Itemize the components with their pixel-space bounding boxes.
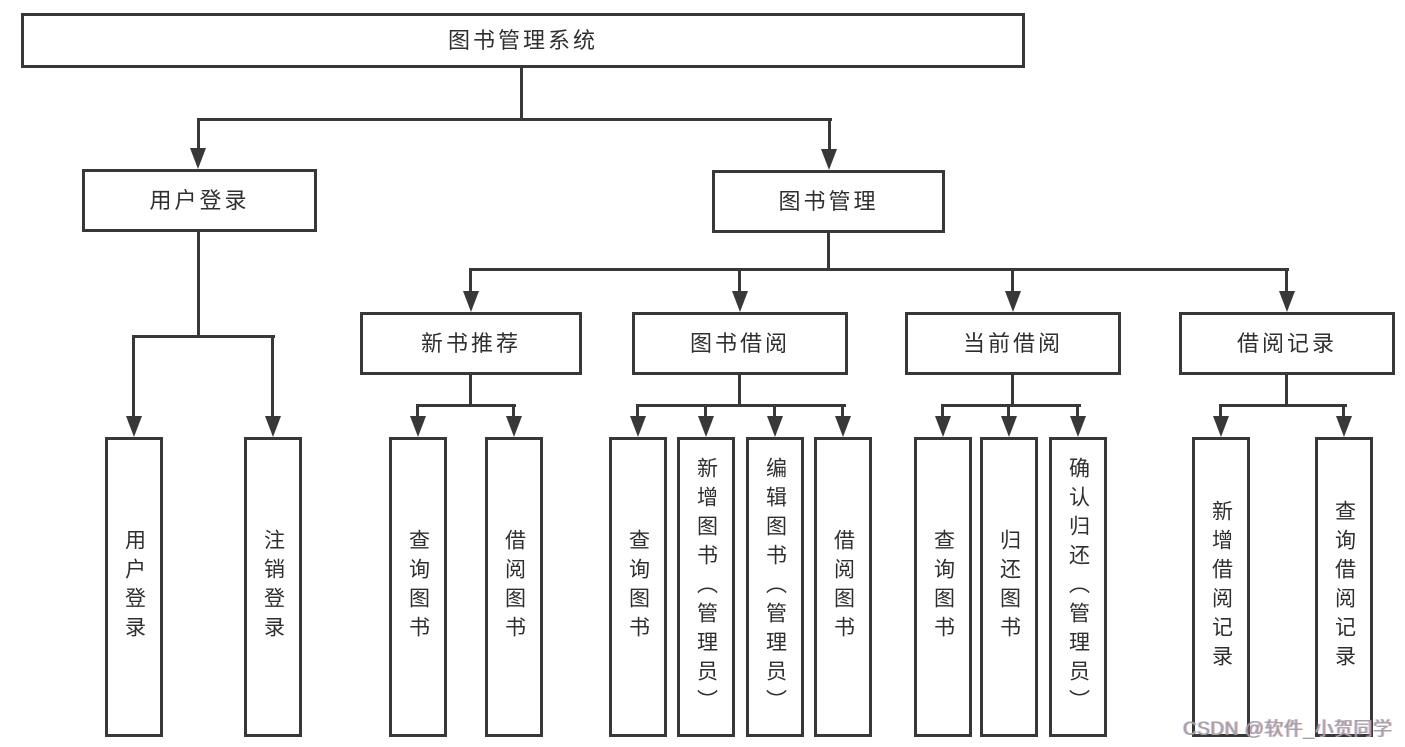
node-root-system: 图书管理系统: [21, 13, 1025, 68]
node-label: 当前借阅: [962, 330, 1063, 356]
arrowhead-down-icon: [935, 416, 951, 437]
connector-current-borrowing-stem: [1011, 374, 1014, 407]
arrowhead-down-icon: [1005, 291, 1021, 312]
node-label: 编辑图书（管理员）: [763, 456, 787, 718]
leaf-bb-borrow-books: 借阅图书: [814, 437, 872, 737]
leaf-br-add-record: 新增借阅记录: [1192, 437, 1250, 737]
node-label: 借阅记录: [1236, 330, 1337, 356]
connector-drop-new-book: [469, 268, 472, 294]
connector-borrowing-records-stem: [1285, 374, 1288, 407]
arrowhead-down-icon: [126, 416, 142, 437]
node-label: 借阅图书: [831, 529, 855, 645]
connector-book-management-stem: [827, 232, 830, 271]
leaf-cb-return-books: 归还图书: [980, 437, 1038, 737]
node-label: 用户登录: [149, 187, 250, 213]
arrowhead-down-icon: [1213, 416, 1229, 437]
connector-borrowing-records-horizontal: [1219, 404, 1347, 407]
connector-drop-leaf: [512, 404, 515, 418]
arrowhead-down-icon: [265, 416, 281, 437]
connector-drop-leaf: [636, 404, 639, 418]
connector-drop-leaf-logout: [271, 335, 274, 418]
connector-level3-horizontal: [469, 268, 1289, 271]
leaf-nb-borrow-books: 借阅图书: [485, 437, 543, 737]
node-label: 确认归还（管理员）: [1066, 456, 1090, 718]
node-new-book-recommend: 新书推荐: [360, 312, 582, 375]
node-label: 新书推荐: [420, 330, 521, 356]
arrowhead-down-icon: [506, 416, 522, 437]
node-book-management: 图书管理: [712, 170, 945, 233]
connector-drop-leaf: [1007, 404, 1010, 418]
arrowhead-down-icon: [1279, 291, 1295, 312]
arrowhead-down-icon: [1001, 416, 1017, 437]
leaf-cb-confirm-return-admin: 确认归还（管理员）: [1049, 437, 1107, 737]
leaf-user-login: 用户登录: [105, 437, 163, 737]
arrowhead-down-icon: [698, 416, 714, 437]
node-label: 查询图书: [406, 529, 430, 645]
node-label: 注销登录: [261, 529, 285, 645]
node-label: 图书管理系统: [447, 27, 598, 53]
connector-book-borrowing-horizontal: [636, 404, 846, 407]
arrowhead-down-icon: [410, 416, 426, 437]
arrowhead-down-icon: [463, 291, 479, 312]
leaf-bb-query-books: 查询图书: [609, 437, 667, 737]
leaf-logout: 注销登录: [244, 437, 302, 737]
connector-drop-borrowing-records: [1285, 268, 1288, 294]
node-label: 图书借阅: [689, 330, 790, 356]
connector-drop-current-borrowing: [1011, 268, 1014, 294]
node-current-borrowing: 当前借阅: [905, 312, 1121, 375]
node-label: 图书管理: [778, 188, 879, 214]
arrowhead-down-icon: [821, 149, 837, 170]
arrowhead-down-icon: [732, 291, 748, 312]
leaf-br-query-record: 查询借阅记录: [1315, 437, 1373, 737]
node-label: 归还图书: [997, 529, 1021, 645]
csdn-watermark: CSDN @软件_小贺同学: [1183, 719, 1393, 740]
connector-book-borrowing-stem: [738, 374, 741, 407]
connector-drop-user-login: [197, 118, 200, 150]
node-label: 查询图书: [931, 529, 955, 645]
connector-drop-leaf: [1076, 404, 1079, 418]
node-label: 查询图书: [626, 529, 650, 645]
connector-level1-horizontal: [197, 118, 832, 121]
arrowhead-down-icon: [1070, 416, 1086, 437]
connector-drop-leaf: [416, 404, 419, 418]
connector-drop-leaf-user-login: [132, 335, 135, 418]
connector-drop-leaf: [841, 404, 844, 418]
arrowhead-down-icon: [630, 416, 646, 437]
node-label: 用户登录: [122, 529, 146, 645]
connector-drop-leaf: [773, 404, 776, 418]
node-label: 借阅图书: [502, 529, 526, 645]
node-book-borrowing: 图书借阅: [632, 312, 848, 375]
node-label: 查询借阅记录: [1332, 500, 1356, 674]
connector-drop-leaf: [704, 404, 707, 418]
connector-drop-leaf: [1219, 404, 1222, 418]
connector-drop-leaf: [1342, 404, 1345, 418]
leaf-nb-query-books: 查询图书: [389, 437, 447, 737]
leaf-cb-query-books: 查询图书: [914, 437, 972, 737]
leaf-bb-add-books-admin: 新增图书（管理员）: [677, 437, 735, 737]
connector-root-stem: [520, 68, 523, 120]
node-user-login: 用户登录: [82, 169, 317, 232]
connector-user-sub-horizontal: [132, 335, 275, 338]
arrowhead-down-icon: [835, 416, 851, 437]
node-label: 新增图书（管理员）: [694, 456, 718, 718]
arrowhead-down-icon: [1336, 416, 1352, 437]
connector-user-login-stem: [197, 231, 200, 338]
connector-drop-book-management: [828, 118, 831, 151]
leaf-bb-edit-books-admin: 编辑图书（管理员）: [746, 437, 804, 737]
connector-new-book-stem: [469, 374, 472, 407]
node-label: 新增借阅记录: [1209, 500, 1233, 674]
arrowhead-down-icon: [190, 148, 206, 169]
node-borrowing-records: 借阅记录: [1179, 312, 1395, 375]
arrowhead-down-icon: [767, 416, 783, 437]
connector-new-book-horizontal: [416, 404, 516, 407]
connector-current-borrowing-horizontal: [941, 404, 1081, 407]
connector-drop-book-borrowing: [738, 268, 741, 294]
connector-drop-leaf: [941, 404, 944, 418]
